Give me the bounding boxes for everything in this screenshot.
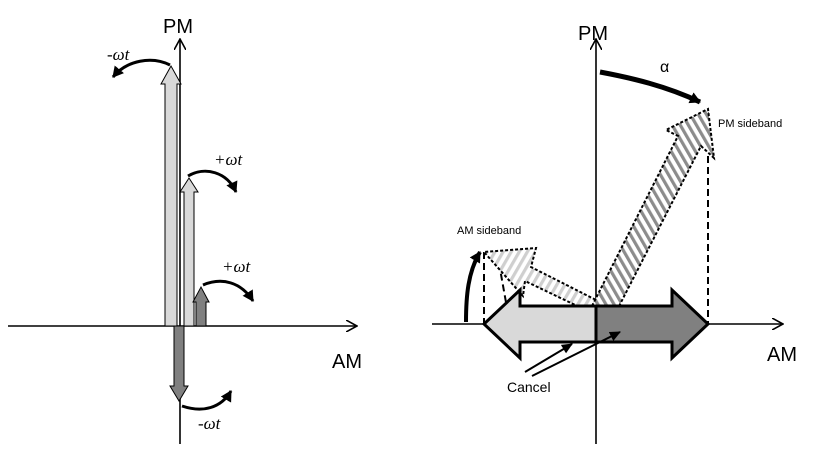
upper-sideband-phasor-arrow [179,177,199,327]
alpha-angle-label: α [660,59,669,76]
right-am-axis-label: AM [767,344,797,366]
rotation-arrow-upper-mid [187,169,238,193]
rotation-arrow-carrier [111,58,171,78]
lower-sideband-phasor-arrow [169,325,189,402]
rotation-arrow-upper-small [202,279,255,302]
small-sideband-phasor-arrow [192,285,210,327]
cancel-arrow-left-half [481,286,598,362]
left-am-axis-label: AM [332,351,362,373]
am-sideband-hatched-arrow [481,246,602,316]
rotation-label-upper-mid: +ωt [214,150,243,169]
cancel-pointer-right [531,331,621,377]
left-pm-axis-label: PM [163,16,193,38]
rotation-label-lower: -ωt [198,414,222,433]
rotation-label-upper-small: +ωt [222,257,251,276]
pm-sideband-hatched-arrow [590,107,716,318]
right-pm-axis-label: PM [578,23,608,45]
pm-sideband-label: PM sideband [718,118,782,130]
carrier-phasor-arrow [160,64,182,327]
rotation-arrow-lower [181,390,233,411]
am-sideband-label: AM sideband [457,225,521,237]
alpha-rotation-arrow [599,69,702,105]
rotation-label-carrier: -ωt [107,45,131,64]
am-sideband-rotation-arrow [464,250,482,323]
cancel-label: Cancel [507,379,551,395]
left-panel: PM AM -ωt +ωt +ωt -ωt [8,16,362,444]
right-panel: PM AM α PM sideband AM sideband Cancel [432,23,797,444]
cancel-arrow-right-half [594,286,711,362]
cancel-pointer-left [524,343,573,373]
am-sideband-projection-line-inner [496,251,508,309]
